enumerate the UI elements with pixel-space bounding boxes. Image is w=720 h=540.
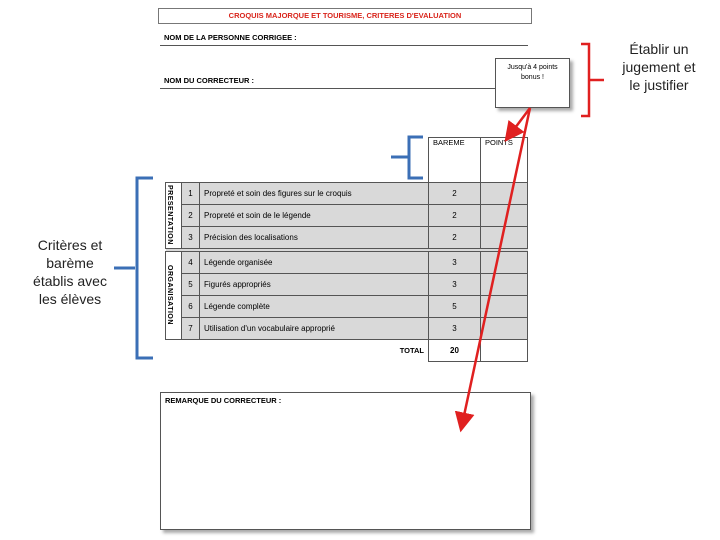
criterion-number: 6 [181, 295, 200, 318]
criterion-number: 4 [181, 251, 200, 274]
table-row: 7 Utilisation d'un vocabulaire approprié… [166, 317, 528, 340]
sheet-title: CROQUIS MAJORQUE ET TOURISME, CRITERES D… [158, 8, 532, 24]
left-annotation-line: barème [46, 255, 94, 271]
criteria-table: BAREME POINTS PRESENTATION 1 Propreté et… [165, 137, 528, 362]
right-annotation-line: Établir un [629, 41, 689, 57]
table-row: PRESENTATION 1 Propreté et soin des figu… [165, 182, 528, 249]
left-bracket [135, 176, 153, 360]
right-annotation-line: jugement et [622, 59, 696, 75]
left-annotation-line: établis avec [33, 273, 107, 289]
separator-row [165, 248, 528, 252]
total-row: TOTAL 20 [166, 339, 528, 362]
arrow-to-remark [454, 107, 532, 433]
bareme-bracket [407, 135, 423, 180]
corrector-line [160, 88, 495, 89]
bonus-box: Jusqu'à 4 points bonus ! [495, 58, 570, 108]
criterion-number: 3 [181, 226, 200, 249]
bonus-line-1: Jusqu'à 4 points [507, 64, 558, 71]
criterion-label: Propreté et soin de le légende [199, 204, 429, 227]
criterion-number: 2 [181, 204, 200, 227]
criterion-number: 1 [181, 182, 200, 205]
criterion-label: Figurés appropriés [199, 273, 429, 296]
criterion-score: 2 [428, 182, 481, 205]
group-organisation-label: ORGANISATION [166, 264, 173, 325]
criterion-score: 2 [428, 204, 481, 227]
left-annotation-line: Critères et [37, 237, 103, 253]
corrector-label: NOM DU CORRECTEUR : [164, 76, 254, 85]
right-annotation: Établir un jugement et le justifier [603, 40, 715, 94]
table-row: ORGANISATION 4 Légende organisée 3 [165, 251, 528, 340]
name-line [160, 45, 528, 46]
remark-box[interactable]: REMARQUE DU CORRECTEUR : [160, 392, 531, 530]
left-annotation: Critères et barème établis avec les élèv… [20, 236, 120, 308]
criterion-label: Précision des localisations [199, 226, 429, 249]
name-label: NOM DE LA PERSONNE CORRIGEE : [164, 33, 297, 42]
criterion-score: 2 [428, 226, 481, 249]
points-cell[interactable] [480, 251, 528, 274]
table-row: 3 Précision des localisations 2 [166, 226, 528, 249]
right-annotation-line: le justifier [629, 77, 689, 93]
table-row: 2 Propreté et soin de le légende 2 [166, 204, 528, 227]
points-cell[interactable] [480, 226, 528, 249]
total-points-cell[interactable] [480, 339, 528, 362]
criterion-label: Utilisation d'un vocabulaire approprié [199, 317, 429, 340]
remark-label: REMARQUE DU CORRECTEUR : [165, 396, 282, 405]
arrow-to-points [504, 107, 531, 142]
group-presentation-label: PRESENTATION [166, 184, 173, 245]
left-annotation-line: les élèves [38, 291, 102, 307]
right-bracket [581, 42, 591, 118]
bonus-line-2: bonus ! [521, 74, 544, 81]
points-cell[interactable] [480, 317, 528, 340]
